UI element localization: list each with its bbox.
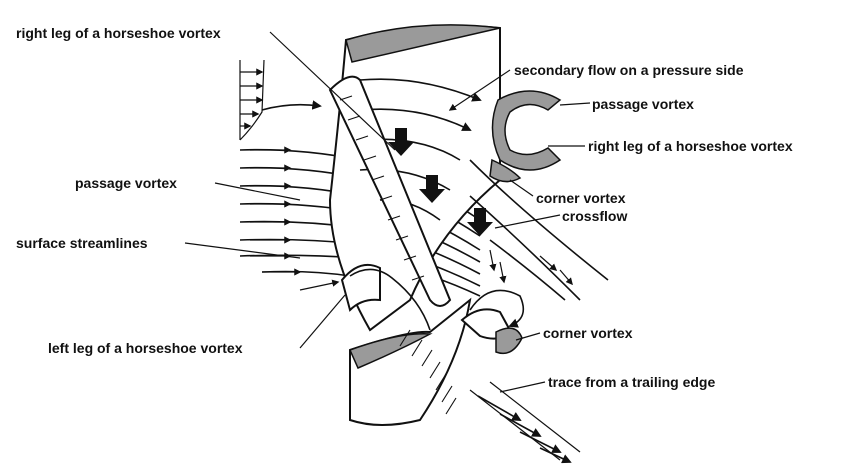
downstream-streamlines [470,160,608,300]
label-passage-vortex-left: passage vortex [75,175,177,191]
corner-vortex-curl [462,290,523,353]
passage-vortex-shape [490,91,560,182]
label-passage-vortex-right: passage vortex [592,96,694,112]
trailing-edge-trace [470,382,580,462]
label-corner-vortex-top: corner vortex [536,190,625,206]
label-surface-streamlines: surface streamlines [16,235,148,251]
label-left-leg: left leg of a horseshoe vortex [48,340,243,356]
label-right-leg-top: right leg of a horseshoe vortex [16,25,221,41]
label-secondary-flow: secondary flow on a pressure side [514,62,744,78]
label-trace-trailing-edge: trace from a trailing edge [548,374,715,390]
inlet-velocity-profile [240,60,320,140]
label-right-leg-right: right leg of a horseshoe vortex [588,138,793,154]
label-crossflow: crossflow [562,208,627,224]
label-corner-vortex-bottom: corner vortex [543,325,632,341]
